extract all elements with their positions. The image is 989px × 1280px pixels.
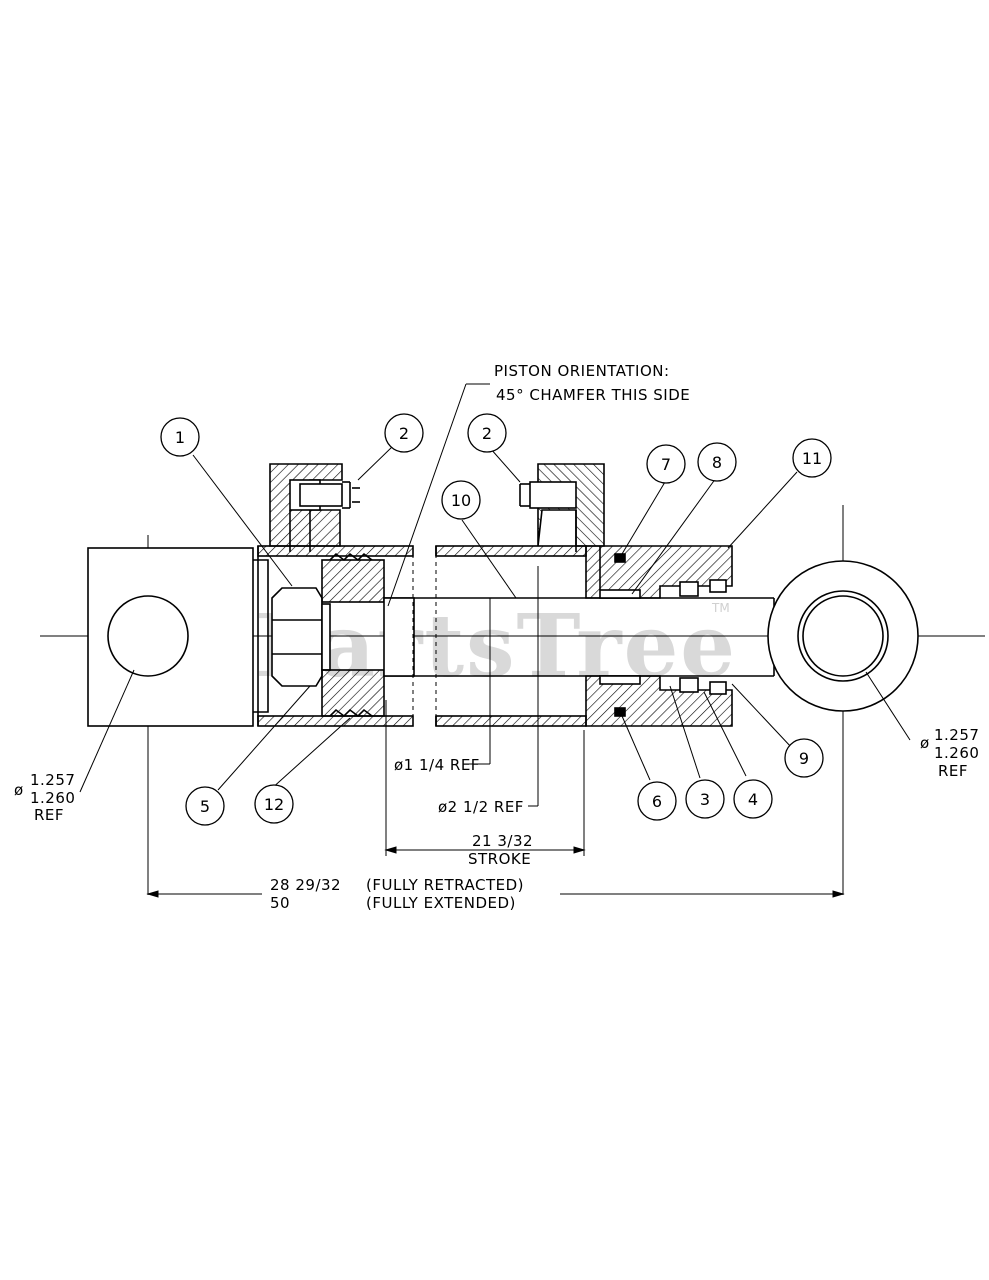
left-bore-symbol: ø — [14, 781, 24, 799]
callout-4: 4 — [748, 790, 758, 809]
callout-11: 11 — [802, 449, 822, 468]
retracted-value: 28 29/32 — [270, 876, 341, 894]
left-port-housing — [269, 463, 360, 552]
extended-value: 50 — [270, 894, 290, 912]
callout-5: 5 — [200, 797, 210, 816]
callout-1: 1 — [175, 428, 185, 447]
right-bore-symbol: ø — [920, 734, 930, 752]
overall-length-dimension — [146, 890, 845, 898]
callout-numbers: 1 2 2 10 7 8 11 5 12 6 3 4 9 — [175, 424, 822, 816]
callout-12: 12 — [264, 795, 284, 814]
callout-7: 7 — [661, 455, 671, 474]
note-line-2: 45° CHAMFER THIS SIDE — [496, 386, 690, 404]
piston-nut — [271, 587, 331, 687]
callout-9: 9 — [799, 749, 809, 768]
left-bore-ref: REF — [34, 806, 64, 824]
callout-6: 6 — [652, 792, 662, 811]
piston-rod — [383, 597, 775, 677]
rod-eye — [767, 560, 919, 712]
note-line-1: PISTON ORIENTATION: — [494, 362, 670, 380]
right-bore-ref: REF — [938, 762, 968, 780]
left-bore-lower: 1.260 — [30, 789, 75, 807]
right-port-housing — [519, 463, 605, 552]
watermark-trademark: TM — [711, 601, 730, 615]
callout-8: 8 — [712, 453, 722, 472]
callout-2-right: 2 — [482, 424, 492, 443]
left-bore-upper: 1.257 — [30, 771, 75, 789]
stroke-label: STROKE — [468, 850, 531, 868]
piston — [321, 552, 385, 718]
leader-lines — [79, 383, 911, 807]
right-bore-lower: 1.260 — [934, 744, 979, 762]
gland-head — [585, 545, 733, 727]
retracted-label: (FULLY RETRACTED) — [366, 876, 524, 894]
callout-3: 3 — [700, 790, 710, 809]
callout-2-left: 2 — [399, 424, 409, 443]
bore-diameter-label: ø2 1/2 REF — [438, 798, 524, 816]
dimension-labels: ø 1.257 1.260 REF ø 1.257 1.260 REF ø1 1… — [14, 726, 979, 912]
right-bore-upper: 1.257 — [934, 726, 979, 744]
callout-10: 10 — [451, 491, 471, 510]
extended-label: (FULLY EXTENDED) — [366, 894, 516, 912]
callout-circles — [160, 413, 832, 826]
piston-orientation-note: PISTON ORIENTATION: 45° CHAMFER THIS SID… — [494, 362, 690, 404]
rod-diameter-label: ø1 1/4 REF — [394, 756, 480, 774]
break-lines — [412, 546, 437, 726]
stroke-dimension — [384, 700, 586, 856]
left-clevis — [87, 547, 269, 727]
stroke-value: 21 3/32 — [472, 832, 533, 850]
